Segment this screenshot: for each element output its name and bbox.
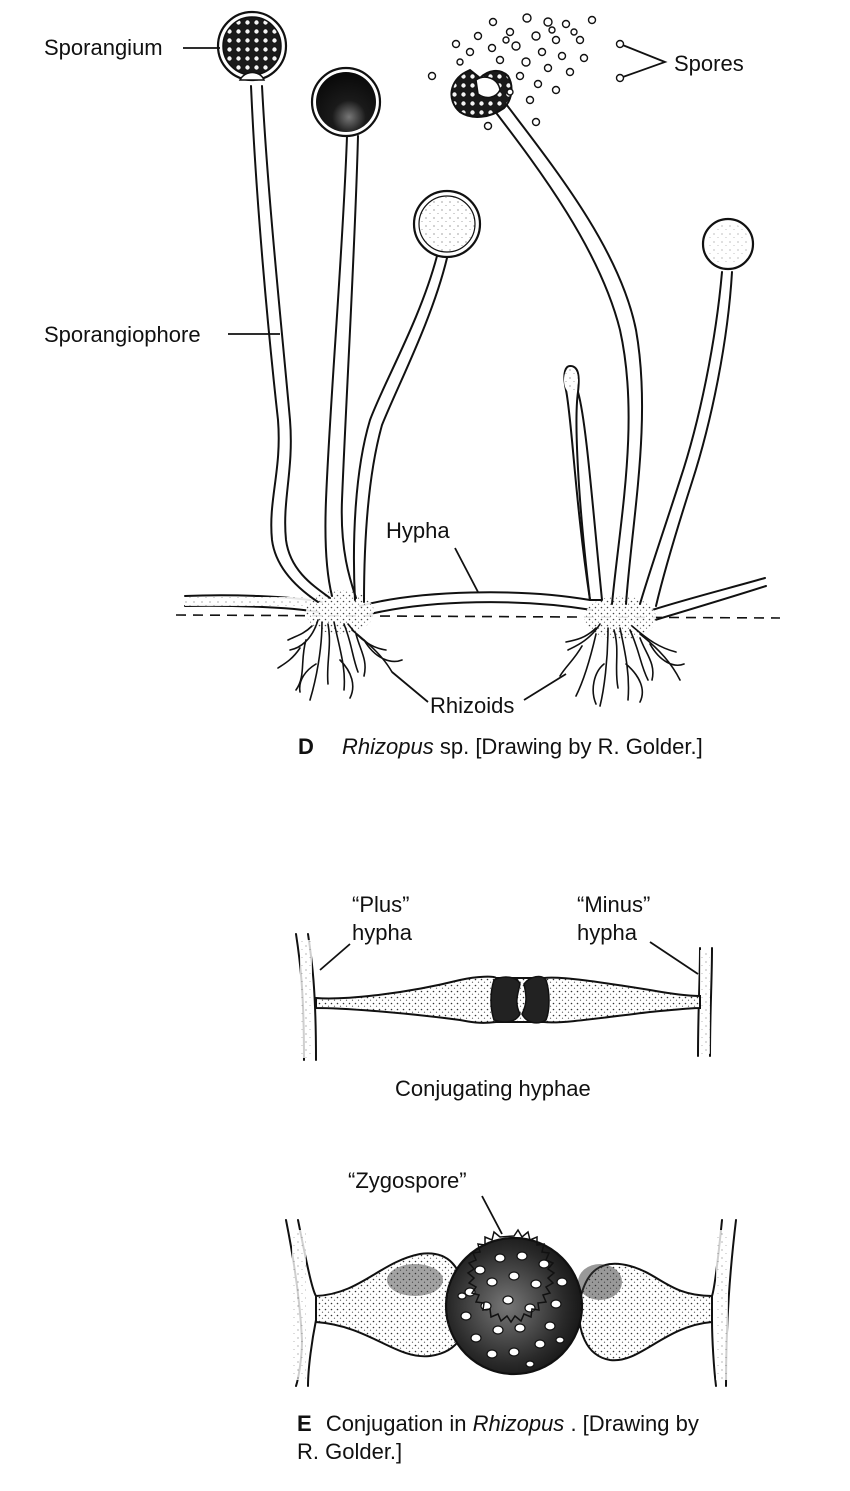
- label-plus: “Plus”: [352, 892, 409, 917]
- label-minus-hypha: hypha: [577, 920, 638, 945]
- label-hypha: Hypha: [386, 518, 450, 543]
- substrate-surface-line: [175, 614, 781, 619]
- sporangiophore-5-young: [563, 365, 603, 601]
- caption-e-genus: Rhizopus: [473, 1411, 565, 1436]
- caption-d-rest: sp. [Drawing by R. Golder.]: [440, 734, 703, 759]
- zygospore: [444, 1228, 584, 1376]
- caption-e-line2: R. Golder.]: [297, 1439, 402, 1464]
- label-rhizoids: Rhizoids: [430, 693, 514, 718]
- leader-rhizoids-right: [523, 673, 567, 701]
- label-minus: “Minus”: [577, 892, 650, 917]
- panel-d-drawing: [175, 10, 781, 707]
- spores-cloud: [427, 13, 597, 131]
- caption-e: E Conjugation in Rhizopus . [Drawing by: [297, 1411, 699, 1436]
- rhizoids-right: [559, 623, 685, 707]
- label-sporangium: Sporangium: [44, 35, 163, 60]
- sporangiophore-3: [352, 189, 482, 603]
- sporangiophore-6: [639, 217, 755, 607]
- gametangium-minus: [521, 975, 550, 1024]
- conjugating-hyphae-drawing: [295, 933, 713, 1061]
- caption-d: D Rhizopus sp. [Drawing by R. Golder.]: [298, 734, 703, 759]
- sporangiophore-2: [310, 66, 382, 599]
- suspensor-left: [315, 1252, 468, 1358]
- caption-e-letter: E: [297, 1411, 312, 1436]
- caption-conjugating: Conjugating hyphae: [395, 1076, 591, 1101]
- caption-e-text-after: . [Drawing by: [570, 1411, 698, 1436]
- leader-zygospore: [481, 1195, 503, 1235]
- conjugating-labels: “Plus” hypha “Minus” hypha Conjugating h…: [319, 892, 699, 1101]
- leader-rhizoids-left: [391, 671, 429, 703]
- sporangiophore-4: [450, 68, 644, 605]
- label-sporangiophore: Sporangiophore: [44, 322, 201, 347]
- leader-hypha: [454, 547, 479, 593]
- label-plus-hypha: hypha: [352, 920, 413, 945]
- node-left: [306, 590, 374, 634]
- caption-d-letter: D: [298, 734, 314, 759]
- leader-plus: [319, 943, 351, 971]
- caption-d-genus: Rhizopus: [342, 734, 434, 759]
- stolon-hypha: [184, 577, 767, 621]
- leader-spores: [619, 43, 668, 79]
- leader-minus: [649, 941, 699, 975]
- label-spores: Spores: [674, 51, 744, 76]
- label-zygospore: “Zygospore”: [348, 1168, 467, 1193]
- sporangiophore-1: [216, 10, 331, 603]
- panel-e-labels: “Zygospore”: [348, 1168, 503, 1235]
- caption-e-text-before: Conjugation in: [326, 1411, 473, 1436]
- gametangium-plus: [490, 976, 521, 1023]
- node-right: [584, 596, 656, 640]
- rhizoids-left: [277, 619, 403, 701]
- panel-e-drawing: [285, 1219, 737, 1387]
- panel-d-labels: Sporangium Spores Sporangiophore Hypha R…: [44, 35, 744, 718]
